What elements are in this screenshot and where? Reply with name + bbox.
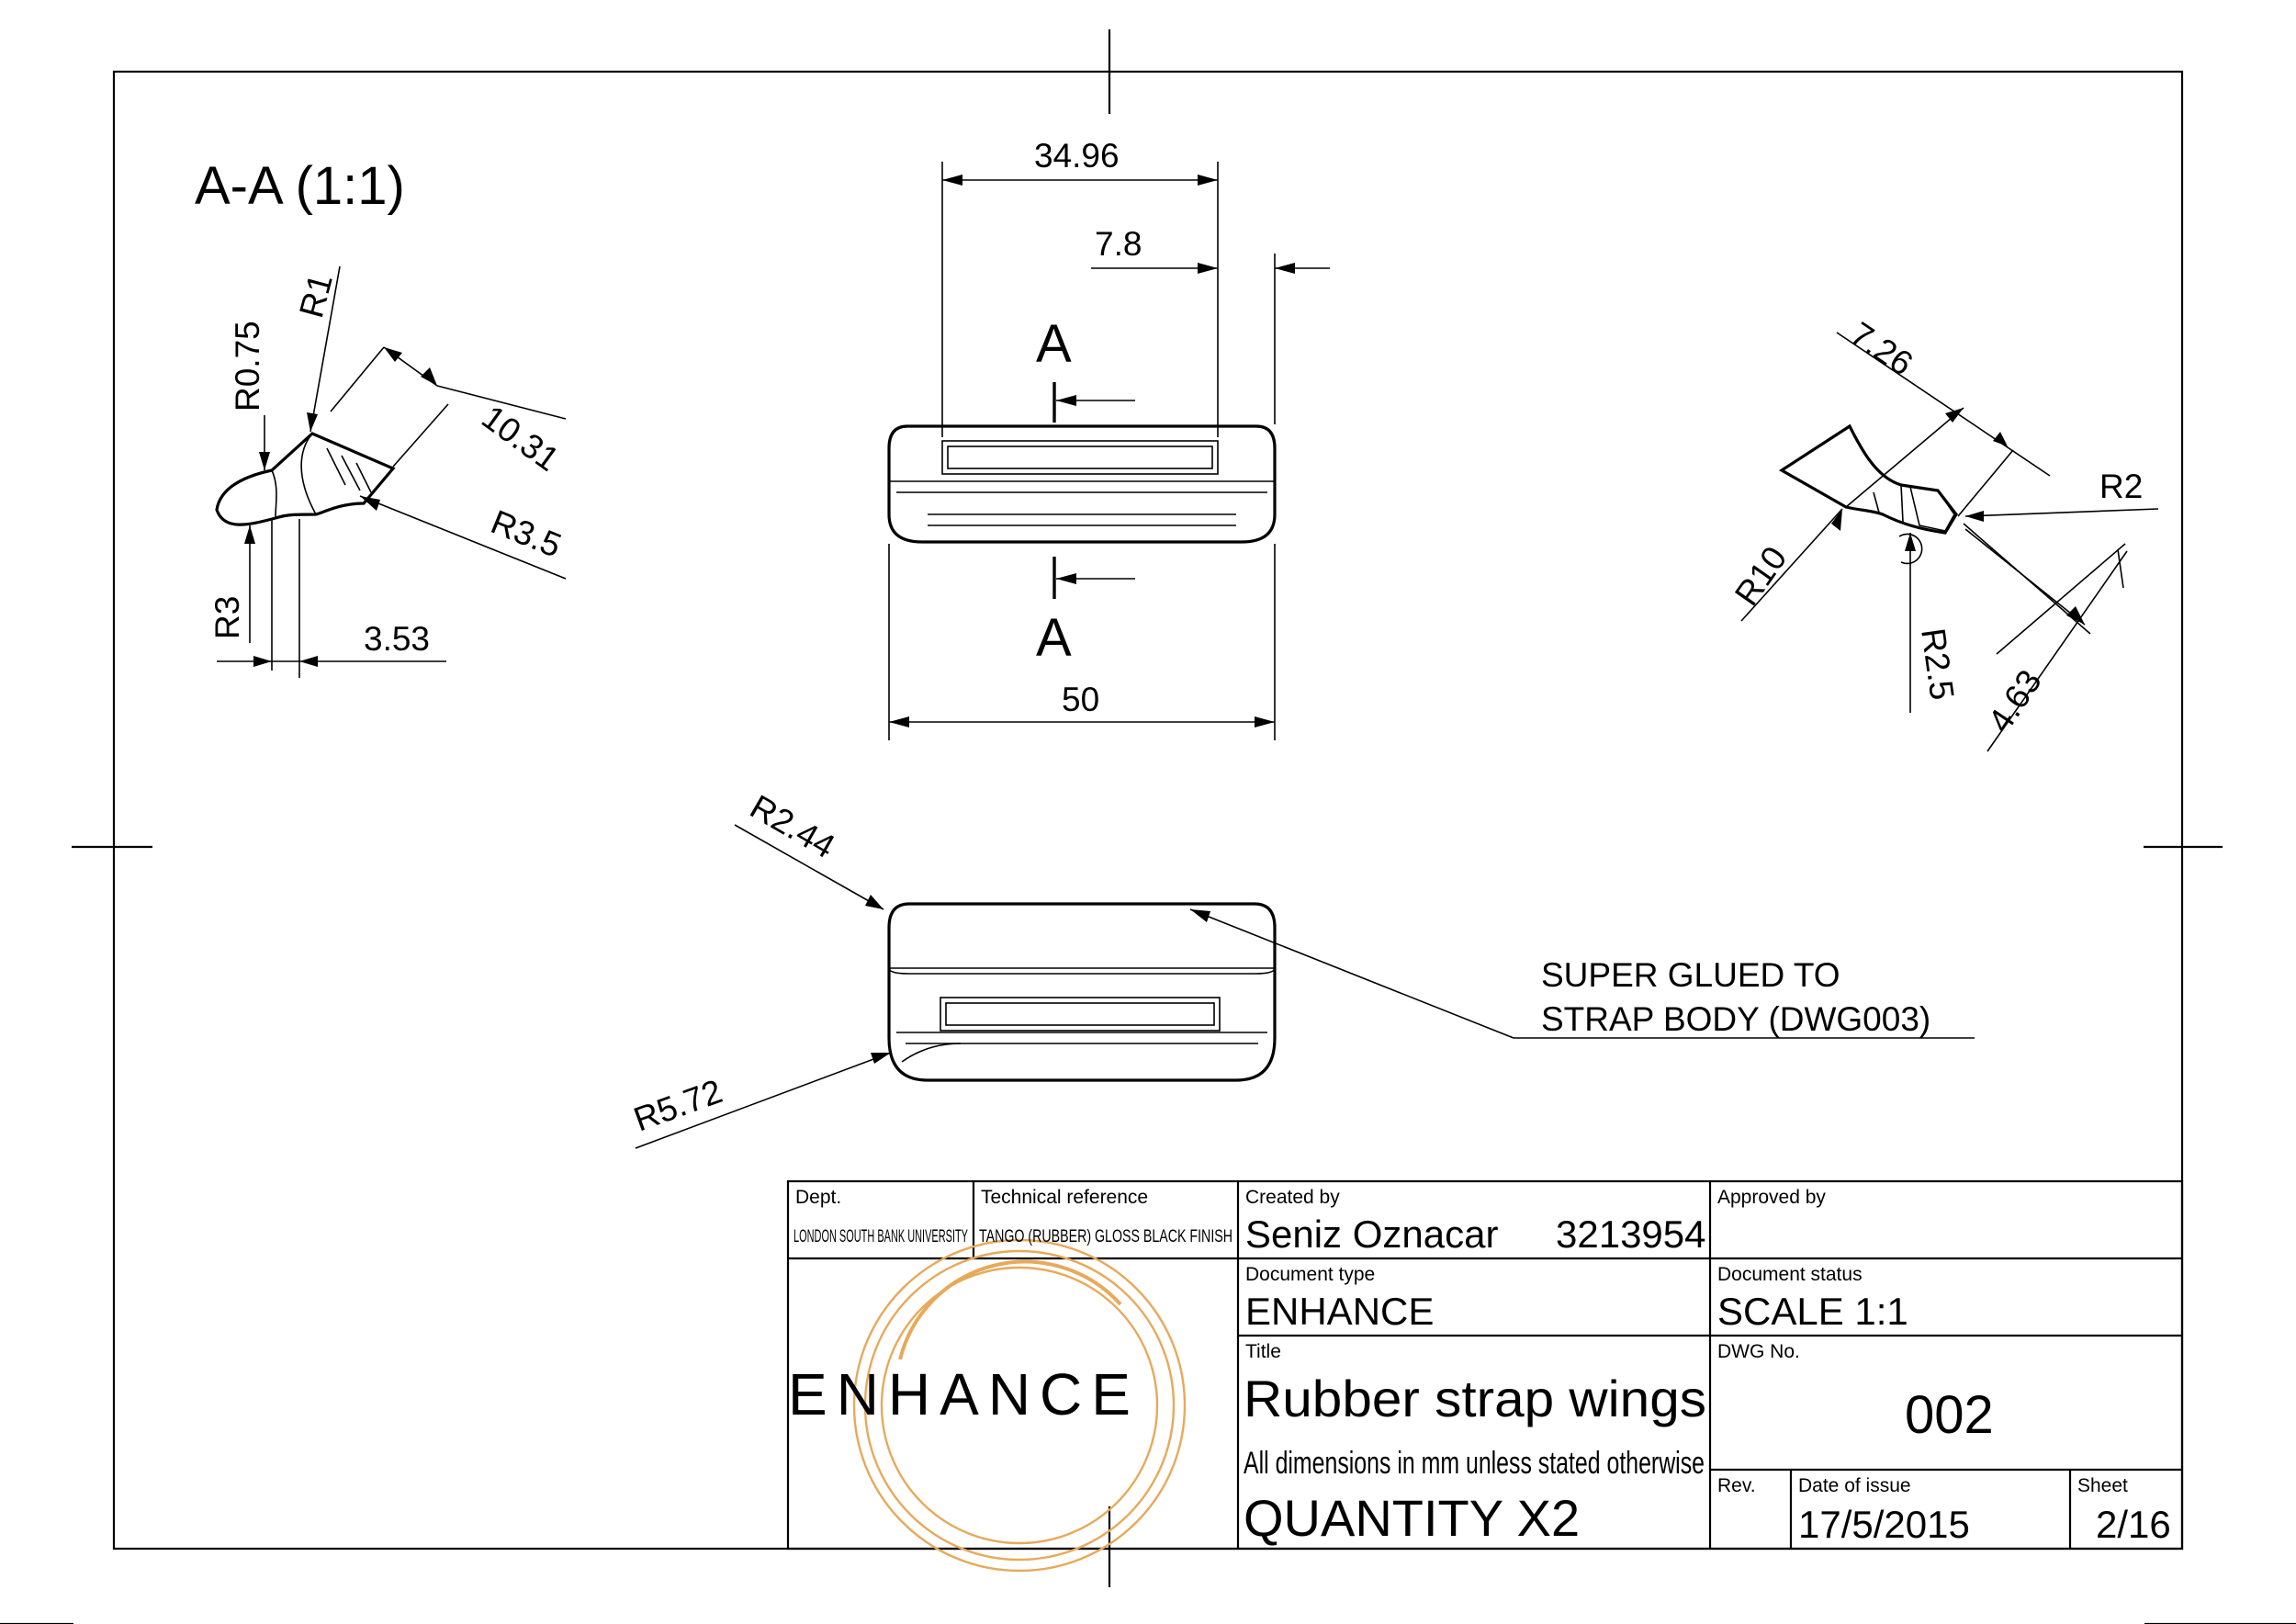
title-value: Rubber strap wings: [1244, 1370, 1706, 1427]
enhance-logo: ENHANCE: [788, 1238, 1187, 1573]
created-by-name: Seniz Oznacar: [1245, 1212, 1498, 1256]
note-line2: STRAP BODY (DWG003): [1541, 1000, 1930, 1038]
dim-r1: R1: [292, 270, 340, 321]
doc-type-value: ENHANCE: [1245, 1290, 1434, 1333]
tech-ref-label: Technical reference: [981, 1187, 1148, 1208]
dim-3496: 34.96: [1034, 137, 1120, 175]
dept-value: LONDON SOUTH BANK UNIVERSITY: [793, 1227, 968, 1246]
dim-r35: R3.5: [486, 502, 567, 564]
sheet-label: Sheet: [2077, 1475, 2128, 1496]
subtitle-value: All dimensions in mm unless stated other…: [1244, 1446, 1705, 1481]
side-view: 7.26 R2 R10 R2.5 4.63: [1728, 315, 2159, 752]
rev-label: Rev.: [1717, 1475, 1756, 1496]
dim-r075: R0.75: [229, 321, 266, 412]
dim-r3: R3: [208, 596, 246, 639]
dept-label: Dept.: [795, 1187, 841, 1208]
logo-text: ENHANCE: [788, 1361, 1140, 1427]
date-value: 17/5/2015: [1798, 1503, 1970, 1546]
isometric-view: R2.44 R5.72 SUPER GLUED TO STRAP BODY (D…: [629, 787, 1975, 1149]
created-by-label: Created by: [1245, 1187, 1340, 1208]
title-label: Title: [1245, 1341, 1281, 1362]
doc-status-value: SCALE 1:1: [1717, 1290, 1908, 1333]
dim-353: 3.53: [364, 620, 430, 658]
dim-1031: 10.31: [475, 398, 566, 479]
centering-marks: [0, 29, 2296, 1624]
cut-label-top: A: [1036, 314, 1072, 374]
section-view-aa: R0.75 R1 10.31 R3.5 R3 3.53: [208, 265, 567, 678]
quantity-value: QUANTITY X2: [1244, 1489, 1580, 1547]
doc-type-label: Document type: [1245, 1264, 1375, 1285]
dwg-no-label: DWG No.: [1717, 1341, 1800, 1362]
created-by-id: 3213954: [1556, 1212, 1706, 1256]
sheet-value: 2/16: [2096, 1503, 2171, 1546]
dim-78: 7.8: [1095, 225, 1142, 263]
note-line1: SUPER GLUED TO: [1541, 956, 1840, 994]
cut-label-bottom: A: [1036, 608, 1072, 668]
dim-r244: R2.44: [744, 787, 841, 865]
dim-r572: R5.72: [629, 1072, 727, 1138]
dwg-no-value: 002: [1905, 1385, 1994, 1445]
date-label: Date of issue: [1798, 1475, 1911, 1496]
dim-726: 7.26: [1844, 315, 1920, 383]
dim-r10: R10: [1728, 539, 1795, 612]
title-block: ENHANCE Dept. LONDON SOUTH BANK UNIVERSI…: [786, 1179, 2184, 1573]
doc-status-label: Document status: [1717, 1264, 1863, 1285]
front-view: A A 34.96 7.8 50: [887, 137, 1330, 740]
section-label: A-A (1:1): [195, 156, 405, 216]
dim-463: 4.63: [1981, 663, 2049, 739]
tech-ref-value: TANGO (RUBBER) GLOSS BLACK FINISH: [979, 1227, 1232, 1246]
dim-r25: R2.5: [1914, 626, 1961, 702]
dim-50: 50: [1062, 681, 1099, 718]
dim-r2: R2: [2099, 468, 2143, 505]
approved-by-label: Approved by: [1717, 1187, 1826, 1208]
